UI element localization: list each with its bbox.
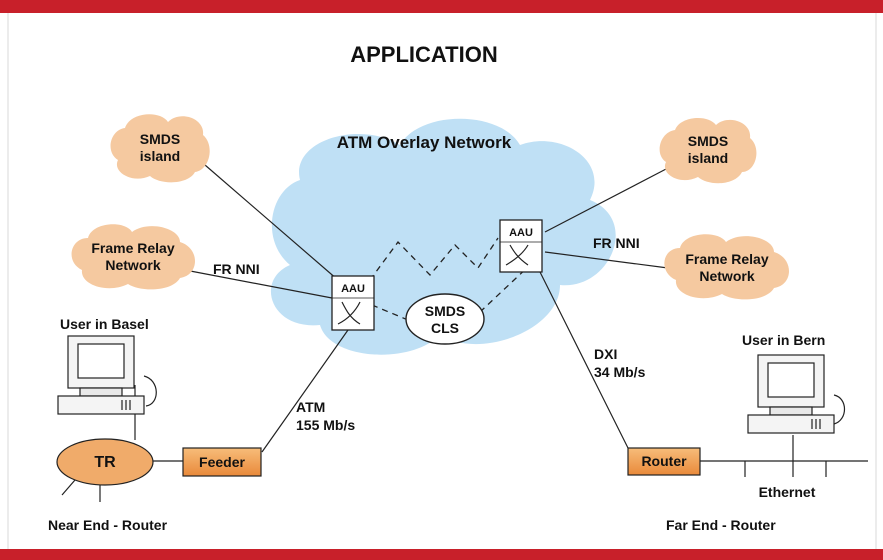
smds-right-line1: SMDS: [688, 133, 728, 149]
aau-left-box: [331, 275, 375, 331]
smds-right-line2: island: [688, 150, 728, 166]
aau-left-label: AAU: [341, 283, 365, 295]
overlay-network-label: ATM Overlay Network: [337, 133, 512, 152]
smds-left-line2: island: [140, 148, 180, 164]
computer-basel-icon: [57, 335, 145, 415]
aau-right-label: AAU: [509, 227, 533, 239]
aau-left-switch-icon: [337, 301, 361, 325]
fr-right-line1: Frame Relay: [685, 251, 768, 267]
fr-left-line1: Frame Relay: [91, 240, 174, 256]
fr-nni-right-label: FR NNI: [593, 235, 640, 251]
smds-island-left-cloud: [110, 114, 210, 183]
aau-right-switch-icon: [505, 244, 529, 266]
smds-cls-line2: CLS: [431, 320, 459, 336]
frame-relay-right-cloud: [664, 234, 789, 300]
frame-relay-left-cloud: [71, 224, 195, 290]
fr-left-line2: Network: [105, 257, 160, 273]
bottom-border: [0, 549, 883, 560]
smds-island-right-cloud: [659, 117, 757, 184]
aau-right-box: [499, 219, 543, 273]
near-end-label: Near End - Router: [48, 517, 168, 533]
smds-cls-line1: SMDS: [425, 303, 465, 319]
diagram-title: APPLICATION: [350, 42, 497, 67]
smds-cls-ellipse: [405, 293, 485, 345]
top-border: [0, 0, 883, 13]
far-end-label: Far End - Router: [666, 517, 776, 533]
dxi-label-line1: DXI: [594, 346, 617, 362]
router-label: Router: [641, 453, 687, 469]
dxi-label-line2: 34 Mb/s: [594, 364, 646, 380]
atm-label-line2: 155 Mb/s: [296, 417, 355, 433]
router-box: [627, 447, 701, 476]
user-bern-label: User in Bern: [742, 332, 825, 348]
tr-label: TR: [94, 454, 116, 471]
user-basel-label: User in Basel: [60, 316, 149, 332]
tr-ellipse: [56, 438, 154, 486]
feeder-box: [182, 447, 262, 477]
fr-nni-left-label: FR NNI: [213, 261, 260, 277]
feeder-label: Feeder: [199, 454, 245, 470]
fr-right-line2: Network: [699, 268, 754, 284]
ethernet-label: Ethernet: [759, 484, 816, 500]
atm-label-line1: ATM: [296, 399, 325, 415]
smds-left-line1: SMDS: [140, 131, 180, 147]
computer-bern-icon: [747, 354, 835, 434]
